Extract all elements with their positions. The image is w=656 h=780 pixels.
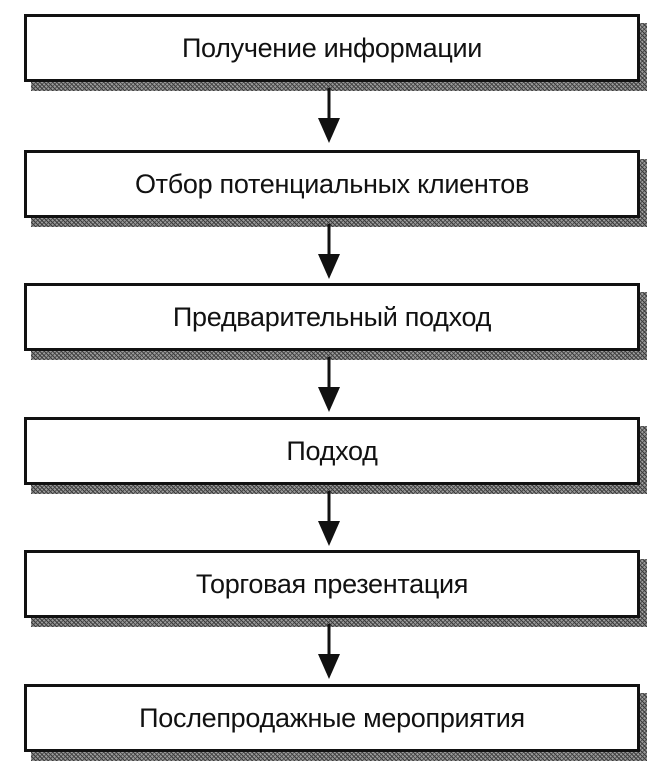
box-frame: Отбор потенциальных клиентов [24,150,640,218]
step-box-presentation: Торговая презентация [24,550,647,627]
arrow-down-icon [318,88,340,143]
step-box-approach: Подход [24,417,647,494]
step-label: Отбор потенциальных клиентов [134,168,529,199]
step-box-follow-up: Послепродажные мероприятия [24,684,647,761]
step-label: Послепродажные мероприятия [139,702,525,733]
arrow-down-icon [318,491,340,546]
step-box-prospecting: Отбор потенциальных клиентов [24,150,647,227]
box-frame: Подход [24,417,640,485]
box-frame: Послепродажные мероприятия [24,684,640,752]
step-label: Получение информации [181,32,483,63]
arrow-down-icon [318,224,340,279]
step-label: Подход [286,435,378,466]
step-box-information: Получение информации [24,14,647,91]
step-label: Торговая презентация [195,568,469,599]
arrow-down-icon [318,624,340,679]
step-label: Предварительный подход [172,301,492,332]
box-frame: Получение информации [24,14,640,82]
box-frame: Предварительный подход [24,283,640,351]
arrow-down-icon [318,357,340,412]
box-frame: Торговая презентация [24,550,640,618]
step-box-preapproach: Предварительный подход [24,283,647,360]
